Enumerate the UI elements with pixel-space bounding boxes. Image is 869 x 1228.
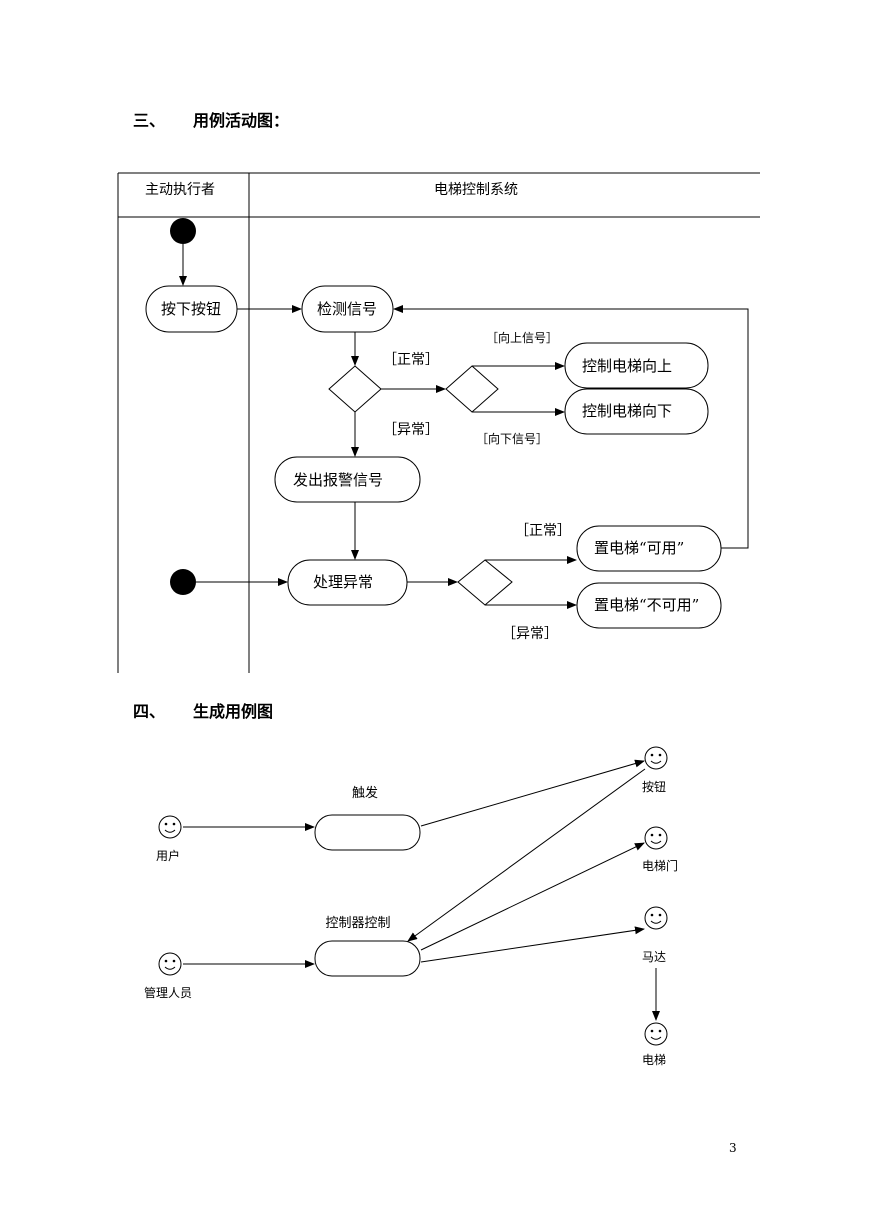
use-case-diagram: 用户 管理人员 按钮 电梯门 马达 电梯 触发 控制器控制 [144,746,678,1067]
actor-door-icon [644,826,668,850]
section-3-title: 用例活动图： [193,111,290,130]
alarm-label: 发出报警信号 [293,471,383,489]
control-down-activity [564,388,709,435]
guard-up-signal: ［向上信号］ [486,330,558,345]
guard-normal-2: ［正常］ [515,523,571,539]
actor-door-label: 电梯门 [642,858,678,873]
actor-button-icon [644,746,668,770]
control-up-label: 控制电梯向上 [582,357,672,375]
use-case-controller [314,940,421,977]
initial-node-bottom [170,569,196,595]
use-case-trigger [314,814,421,851]
guard-abnormal-1: ［异常］ [383,422,439,438]
press-button-label: 按下按钮 [161,300,221,318]
section-3-number: 三、 [133,111,166,130]
actor-elevator-label: 电梯 [642,1053,666,1067]
lane-system-header: 电梯控制系统 [434,182,518,198]
section-3-heading: 三、 用例活动图： [133,107,433,130]
actor-button-label: 按钮 [642,779,666,794]
use-case-controller-label: 控制器控制 [325,916,390,931]
guard-down-signal: ［向下信号］ [476,431,548,446]
control-down-label: 控制电梯向下 [582,402,672,420]
actor-user-icon [158,815,182,839]
activity-diagram: 主动执行者 电梯控制系统 按下按钮 检测信号 控制电梯向上 控制电梯向下 发出报… [117,172,760,673]
decision-status [328,365,382,413]
initial-node-top [170,218,196,244]
section-4-title: 生成用例图 [193,702,274,721]
set-unavailable-activity [576,582,722,629]
decision-result [457,559,513,606]
actor-elevator-icon [644,1022,668,1046]
activity-flows [179,244,749,609]
actor-admin-icon [158,952,182,976]
guard-abnormal-2: ［异常］ [502,626,558,642]
set-available-label: 置电梯“可用” [594,539,684,557]
alarm-activity [274,456,421,503]
actor-motor-icon [644,906,668,930]
use-case-associations [183,759,660,1021]
lane-actor-header: 主动执行者 [145,182,215,198]
decision-direction [445,365,499,413]
actor-motor-label: 马达 [642,950,666,964]
section-4-number: 四、 [133,702,166,721]
actor-admin-label: 管理人员 [144,985,192,1000]
swimlane-frame [117,172,760,673]
guard-normal-1: ［正常］ [383,352,439,368]
section-4-heading: 四、 生成用例图 [133,698,433,721]
control-up-activity [564,342,709,389]
use-case-trigger-label: 触发 [352,785,378,801]
detect-signal-label: 检测信号 [317,300,377,318]
handle-exception-label: 处理异常 [313,573,373,591]
actor-user-label: 用户 [156,848,180,863]
set-unavailable-label: 置电梯“不可用” [594,596,699,614]
page-number: 3 [729,1141,737,1155]
